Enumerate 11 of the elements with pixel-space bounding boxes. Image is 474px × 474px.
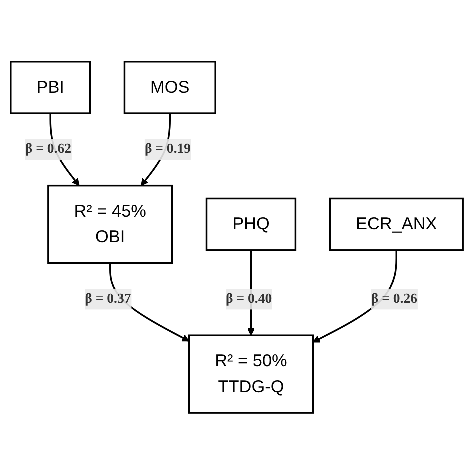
node-box: PBI [10,60,92,114]
node-box: ECR_ANX [329,197,464,251]
edge-label: β = 0.19 [144,141,192,156]
edge-label: β = 0.37 [85,291,132,306]
edge-label: β = 0.26 [371,291,418,306]
edge-label: β = 0.40 [226,291,272,306]
node-box: R² = 50% TTDG-Q [188,334,314,414]
edge-label: β = 0.62 [25,141,72,156]
node-box: MOS [124,60,216,114]
node-box: PHQ [206,197,297,251]
node-box: R² = 45% OBI [48,184,174,264]
